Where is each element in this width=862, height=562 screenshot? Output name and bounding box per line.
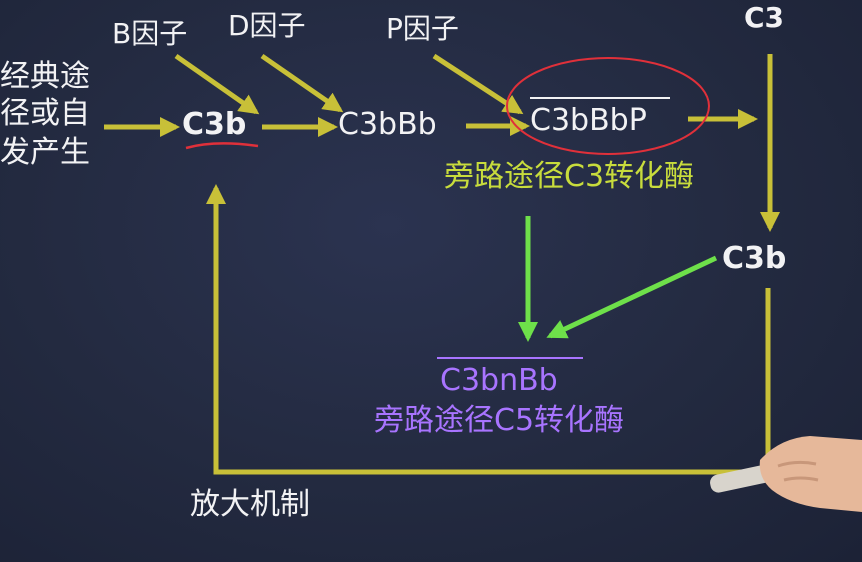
red-circle-annotation: [506, 57, 710, 155]
arrow-d-factor-to-c3bbb: [260, 53, 344, 113]
c3bbbp-overline: [530, 97, 670, 99]
arrow-c3b-to-c5-convertase: [546, 255, 718, 339]
c3b-left-label: C3b: [182, 107, 247, 142]
c3-convertase-label: 旁路途径C3转化酶: [444, 159, 695, 194]
c5-convertase-label: 旁路途径C5转化酶: [374, 403, 625, 438]
c3bnbb-label: C3bnBb: [440, 363, 558, 398]
source-text-line-1: 经典途: [0, 59, 90, 94]
amplification-label: 放大机制: [190, 487, 310, 522]
factor-p-label: P因子: [386, 12, 459, 45]
source-text-line-3: 发产生: [0, 135, 90, 170]
c3bnbb-overline: [437, 357, 583, 359]
c3bbb-label: C3bBb: [338, 107, 437, 142]
c3b-right-label: C3b: [722, 241, 787, 276]
c3bbbp-label: C3bBbP: [530, 103, 647, 138]
c3-label: C3: [744, 1, 785, 34]
arrow-p-factor-to-c3bbbp: [432, 53, 524, 115]
red-underline-annotation: [185, 142, 259, 150]
factor-d-label: D因子: [228, 9, 306, 42]
arrow-b-factor-to-c3b: [174, 53, 260, 115]
arrow-amplification-loop: [206, 184, 771, 475]
factor-b-label: B因子: [112, 17, 188, 50]
source-text-line-2: 径或自: [0, 96, 90, 131]
presenter-hand-pointer: [710, 436, 862, 512]
